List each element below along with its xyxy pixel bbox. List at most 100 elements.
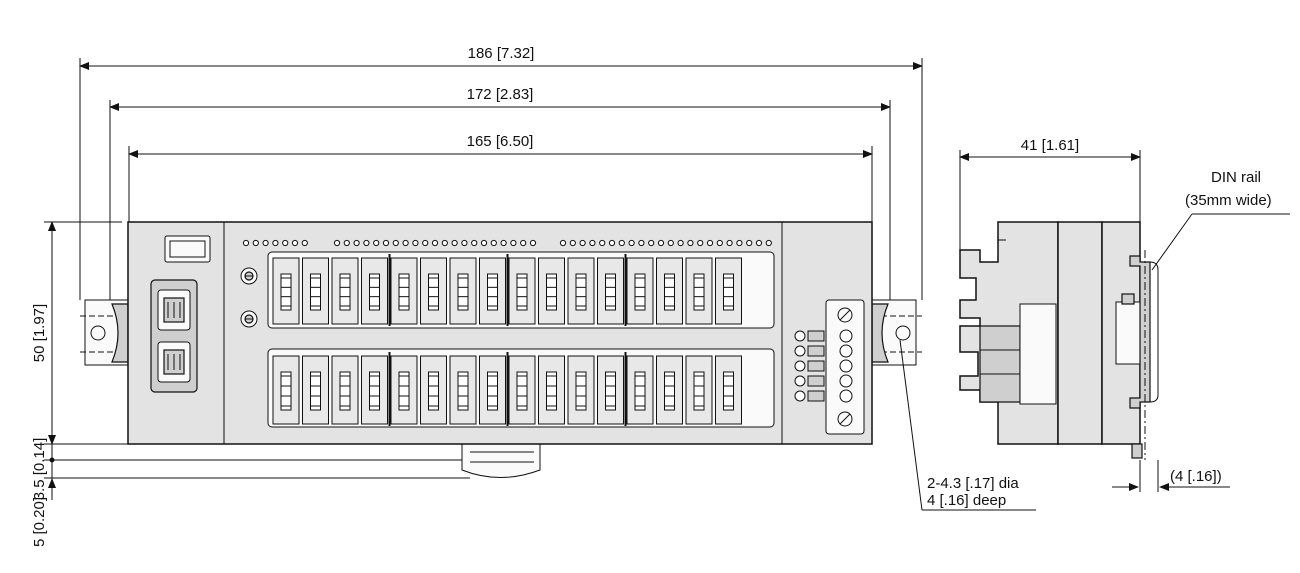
led-indicator [461,239,468,247]
terminal-slot [479,355,506,425]
terminal-slot [302,257,329,325]
led-indicator [490,239,497,247]
led-indicator [412,239,419,247]
led-indicator [687,239,694,247]
din-rail-label-line1: DIN rail [1211,169,1261,186]
terminal-slot [538,257,565,325]
terminal-slot [626,257,654,325]
terminal-slot [449,355,477,425]
overall-width-label: 186 [7.32] [468,45,535,62]
led-indicator [559,239,567,247]
led-indicator [697,239,704,247]
led-indicator [451,239,458,247]
terminal-slot [302,355,329,425]
terminal-slot [272,355,300,425]
terminal-slot [715,257,742,325]
terminal-slot [479,257,506,325]
power-screw [839,344,853,358]
mount-pitch-label: 165 [6.50] [467,133,534,150]
terminal-slot [508,355,536,425]
led-indicator [628,239,635,247]
led-indicator-row [242,239,772,247]
led-indicator [291,239,299,247]
hole-callout-leader [899,339,1036,511]
dimension-lines-top [79,58,923,300]
terminal-slot [597,355,624,425]
led-indicator [579,239,586,247]
terminal-slot [567,257,595,325]
led-indicator [272,239,279,247]
led-indicator [657,239,665,247]
led-indicator [392,239,399,247]
terminal-slot [656,257,683,325]
rotary-switch-lower [240,310,258,328]
bottom-offset-label: 3.5 [0.14] [31,438,48,501]
terminal-slot [715,355,742,425]
led-indicator [510,239,517,247]
side-depth-label: 41 [1.61] [1021,137,1079,154]
bottom-margin-label: 5 [0.20] [31,497,48,547]
led-indicator [500,239,507,247]
led-indicator [589,239,596,247]
terminal-slot [361,355,388,425]
led-indicator [252,239,259,247]
power-pin [794,390,806,402]
rail-width-label: 172 [2.83] [467,86,534,103]
led-indicator [402,239,409,247]
led-indicator [301,239,308,247]
led-indicator [677,239,684,247]
led-indicator [736,239,743,247]
led-indicator [363,239,370,247]
led-indicator [520,239,527,247]
led-indicator [262,239,269,247]
led-indicator [716,239,723,247]
terminal-slot [449,257,477,325]
terminal-slot [538,355,565,425]
terminal-slot [567,355,595,425]
power-pin [794,375,806,387]
rotary-switch-upper [240,267,258,285]
terminal-slot [656,355,683,425]
front-view [80,221,922,478]
terminal-slot [420,355,447,425]
dimension-lines-left [44,221,470,500]
din-rail-label-line2: (35mm wide) [1185,192,1272,209]
hole-callout-line2: 4 [.16] deep [927,492,1006,509]
led-indicator [431,239,439,247]
led-indicator [343,239,350,247]
led-indicator [480,239,488,247]
rail-offset-label: (4 [.16]) [1170,468,1222,485]
led-indicator [569,239,576,247]
terminal-slot [508,257,536,325]
terminal-grid [272,254,742,426]
led-indicator [608,239,616,247]
terminal-slot [420,257,447,325]
terminal-slot [685,355,713,425]
power-pin [794,360,806,372]
terminal-slot [361,257,388,325]
led-indicator [765,239,772,247]
led-indicator [373,239,380,247]
power-pin [794,330,806,342]
led-indicator [333,239,341,247]
power-screw [839,374,853,388]
usb-port-lower [157,341,191,383]
led-indicator [648,239,655,247]
led-indicator [638,239,645,247]
led-indicator [242,239,250,247]
terminal-slot [626,355,654,425]
led-indicator [726,239,733,247]
terminal-slot [272,257,300,325]
din-rail-leader [1151,213,1193,271]
side-view-dimensions [959,150,1230,492]
led-indicator [471,239,478,247]
terminal-slot [390,355,418,425]
power-screw [839,329,853,343]
power-pin [794,345,806,357]
terminal-slot [331,355,359,425]
led-indicator [441,239,448,247]
terminal-slot [390,257,418,325]
height-label: 50 [1.97] [31,304,48,362]
terminal-slot [331,257,359,325]
